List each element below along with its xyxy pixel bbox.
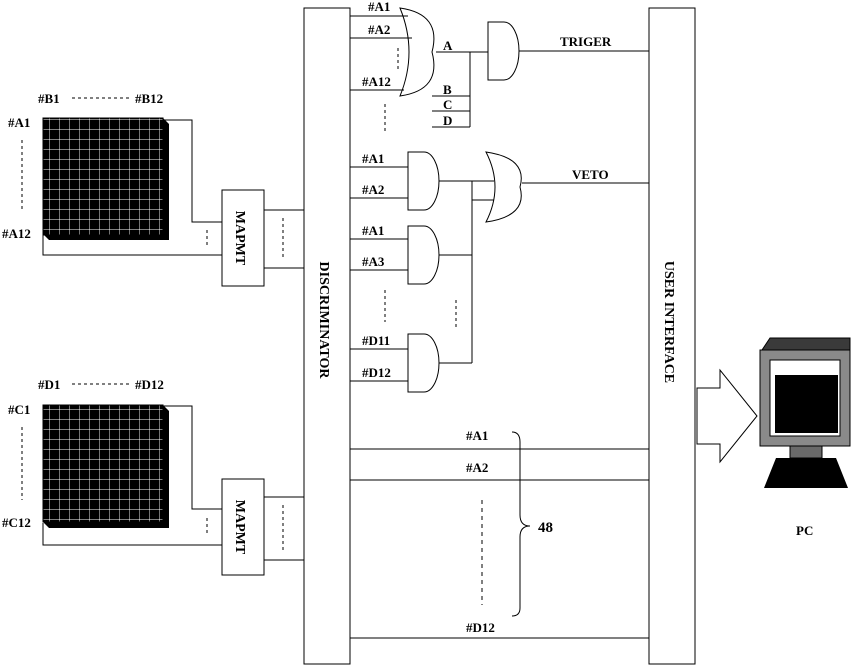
trigger-and-gate: [487, 21, 520, 81]
output-arrow-icon: [696, 368, 758, 464]
trig-label-a2: #A2: [368, 22, 390, 37]
mapmt-bottom: [221, 478, 265, 576]
trig-label-c: C: [443, 97, 452, 112]
user-interface-box: [648, 7, 696, 665]
pc-icon: [759, 337, 851, 488]
channel-label-a2: #A2: [466, 460, 488, 475]
user-interface-label: USER INTERFACE: [661, 261, 676, 383]
veto-g3-label1: #D11: [362, 333, 390, 348]
trig-label-b: B: [443, 82, 452, 97]
discriminator-label: DISCRIMINATOR: [316, 262, 331, 380]
trig-label-a12: #A12: [362, 74, 391, 89]
channel-brace: [511, 431, 531, 617]
trigger-label: TRIGER: [560, 34, 612, 49]
discriminator-box: [303, 7, 351, 665]
veto-g2-label2: #A3: [362, 254, 385, 269]
trigger-or-gate: [399, 7, 435, 97]
cable-bottom-1: [163, 405, 222, 510]
mapmt-bottom-label: MAPMT: [232, 500, 247, 555]
trig-label-a: A: [443, 38, 453, 53]
channel-label-d12: #D12: [466, 620, 495, 635]
veto-and-gate-2: [407, 225, 440, 285]
mapmt-top: [221, 189, 265, 287]
label-c1-side: #C1: [8, 402, 30, 417]
pc-label: PC: [796, 523, 813, 538]
veto-g1-label2: #A2: [362, 182, 384, 197]
label-a1-side: #A1: [8, 115, 30, 130]
cable-top-2: [42, 235, 222, 256]
label-b1: #B1: [38, 91, 60, 106]
veto-g2-label1: #A1: [362, 223, 384, 238]
veto-g1-label1: #A1: [362, 151, 384, 166]
veto-or-gate: [485, 151, 522, 223]
veto-g3-label2: #D12: [362, 365, 391, 380]
detector-top: [42, 117, 169, 240]
mapmt-top-label: MAPMT: [232, 211, 247, 266]
trig-label-d: D: [443, 113, 452, 128]
detector-bottom: [42, 404, 169, 528]
label-a12-side: #A12: [2, 226, 31, 241]
veto-label: VETO: [572, 167, 609, 182]
label-c12-side: #C12: [2, 515, 31, 530]
channel-label-a1: #A1: [466, 428, 488, 443]
label-d12: #D12: [135, 377, 164, 392]
veto-and-gate-1: [407, 151, 440, 211]
trig-label-a1: #A1: [368, 0, 390, 14]
label-b12: #B12: [135, 91, 163, 106]
channel-count: 48: [538, 520, 553, 536]
cable-bottom-2: [42, 523, 222, 546]
veto-and-gate-3: [407, 333, 440, 393]
label-d1: #D1: [38, 377, 60, 392]
cable-top-1: [163, 119, 222, 223]
